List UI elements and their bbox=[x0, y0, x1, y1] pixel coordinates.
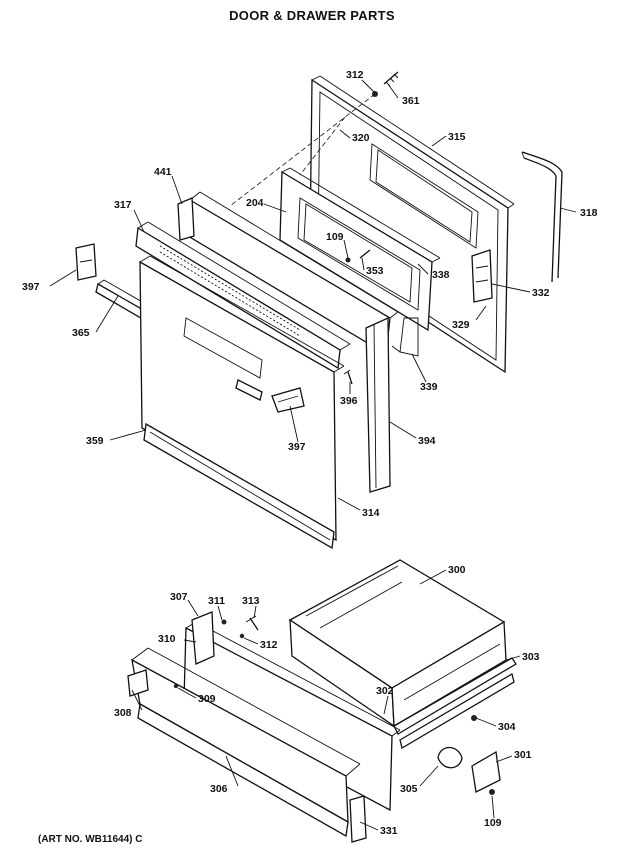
callout-312-drawer: 312 bbox=[260, 639, 278, 651]
callout-317: 317 bbox=[114, 199, 132, 211]
roller-304 bbox=[471, 715, 477, 721]
hinge-397 bbox=[271, 387, 305, 413]
glide-305 bbox=[437, 746, 463, 769]
screw-109-drawer bbox=[489, 789, 495, 795]
leader-lines bbox=[49, 79, 577, 831]
callout-302: 302 bbox=[376, 685, 394, 697]
bracket-397-left bbox=[75, 243, 97, 281]
side-trim-394 bbox=[365, 316, 391, 493]
callout-301: 301 bbox=[514, 749, 532, 761]
callout-315: 315 bbox=[448, 131, 466, 143]
callout-305: 305 bbox=[400, 783, 418, 795]
diagram-title: DOOR & DRAWER PARTS bbox=[229, 8, 395, 23]
callout-314: 314 bbox=[362, 507, 380, 519]
clip-308 bbox=[127, 669, 149, 697]
callout-359: 359 bbox=[86, 435, 104, 447]
callout-308: 308 bbox=[114, 707, 132, 719]
door-panel-314 bbox=[139, 255, 345, 542]
callout-109-drawer: 109 bbox=[484, 817, 502, 829]
callout-306: 306 bbox=[210, 783, 228, 795]
callout-309: 309 bbox=[198, 693, 216, 705]
callout-365: 365 bbox=[72, 327, 90, 339]
bottom-trim-359 bbox=[143, 422, 335, 550]
drawer-trim-306 bbox=[131, 647, 361, 838]
callout-396: 396 bbox=[340, 395, 358, 407]
callout-318: 318 bbox=[580, 207, 598, 219]
screw-396 bbox=[343, 369, 353, 385]
outer-door-panel-315 bbox=[309, 75, 515, 374]
callout-329: 329 bbox=[452, 319, 470, 331]
gasket-318 bbox=[521, 151, 563, 283]
screw-353 bbox=[345, 249, 371, 263]
callout-332: 332 bbox=[532, 287, 550, 299]
bracket-301 bbox=[471, 750, 501, 793]
callout-394: 394 bbox=[418, 435, 436, 447]
callout-397-door: 397 bbox=[288, 441, 306, 453]
screw-313 bbox=[245, 615, 259, 631]
art-number: (ART NO. WB11644) C bbox=[38, 834, 143, 845]
callout-338: 338 bbox=[432, 269, 450, 281]
callout-304: 304 bbox=[498, 721, 516, 733]
bracket-310 bbox=[191, 611, 215, 665]
slide-302 bbox=[399, 672, 515, 750]
callout-labels: 312 361 320 315 441 204 317 318 109 353 … bbox=[22, 69, 598, 837]
screw-311 bbox=[221, 619, 227, 625]
drawer-front-331 bbox=[183, 621, 401, 812]
drawer-rail-303 bbox=[393, 657, 517, 735]
window-frame-338 bbox=[279, 167, 441, 332]
callout-339: 339 bbox=[420, 381, 438, 393]
callout-307: 307 bbox=[170, 591, 188, 603]
callout-353: 353 bbox=[366, 265, 384, 277]
callout-361: 361 bbox=[402, 95, 420, 107]
callout-312: 312 bbox=[346, 69, 364, 81]
insulation-339 bbox=[391, 317, 419, 357]
callout-320: 320 bbox=[352, 132, 370, 144]
callout-311: 311 bbox=[208, 595, 225, 607]
callout-331: 331 bbox=[380, 825, 398, 837]
screw-361 bbox=[383, 71, 399, 87]
callout-310: 310 bbox=[158, 633, 176, 645]
vent-trim-317 bbox=[135, 221, 351, 370]
callout-313: 313 bbox=[242, 595, 260, 607]
end-cap-331 bbox=[349, 795, 367, 843]
screw-309 bbox=[173, 683, 179, 689]
callout-300: 300 bbox=[448, 564, 466, 576]
callout-204: 204 bbox=[246, 197, 264, 209]
washer-312-drawer bbox=[239, 633, 245, 639]
callout-441: 441 bbox=[154, 166, 172, 178]
callout-109: 109 bbox=[326, 231, 344, 243]
callout-397: 397 bbox=[22, 281, 40, 293]
callout-303: 303 bbox=[522, 651, 540, 663]
